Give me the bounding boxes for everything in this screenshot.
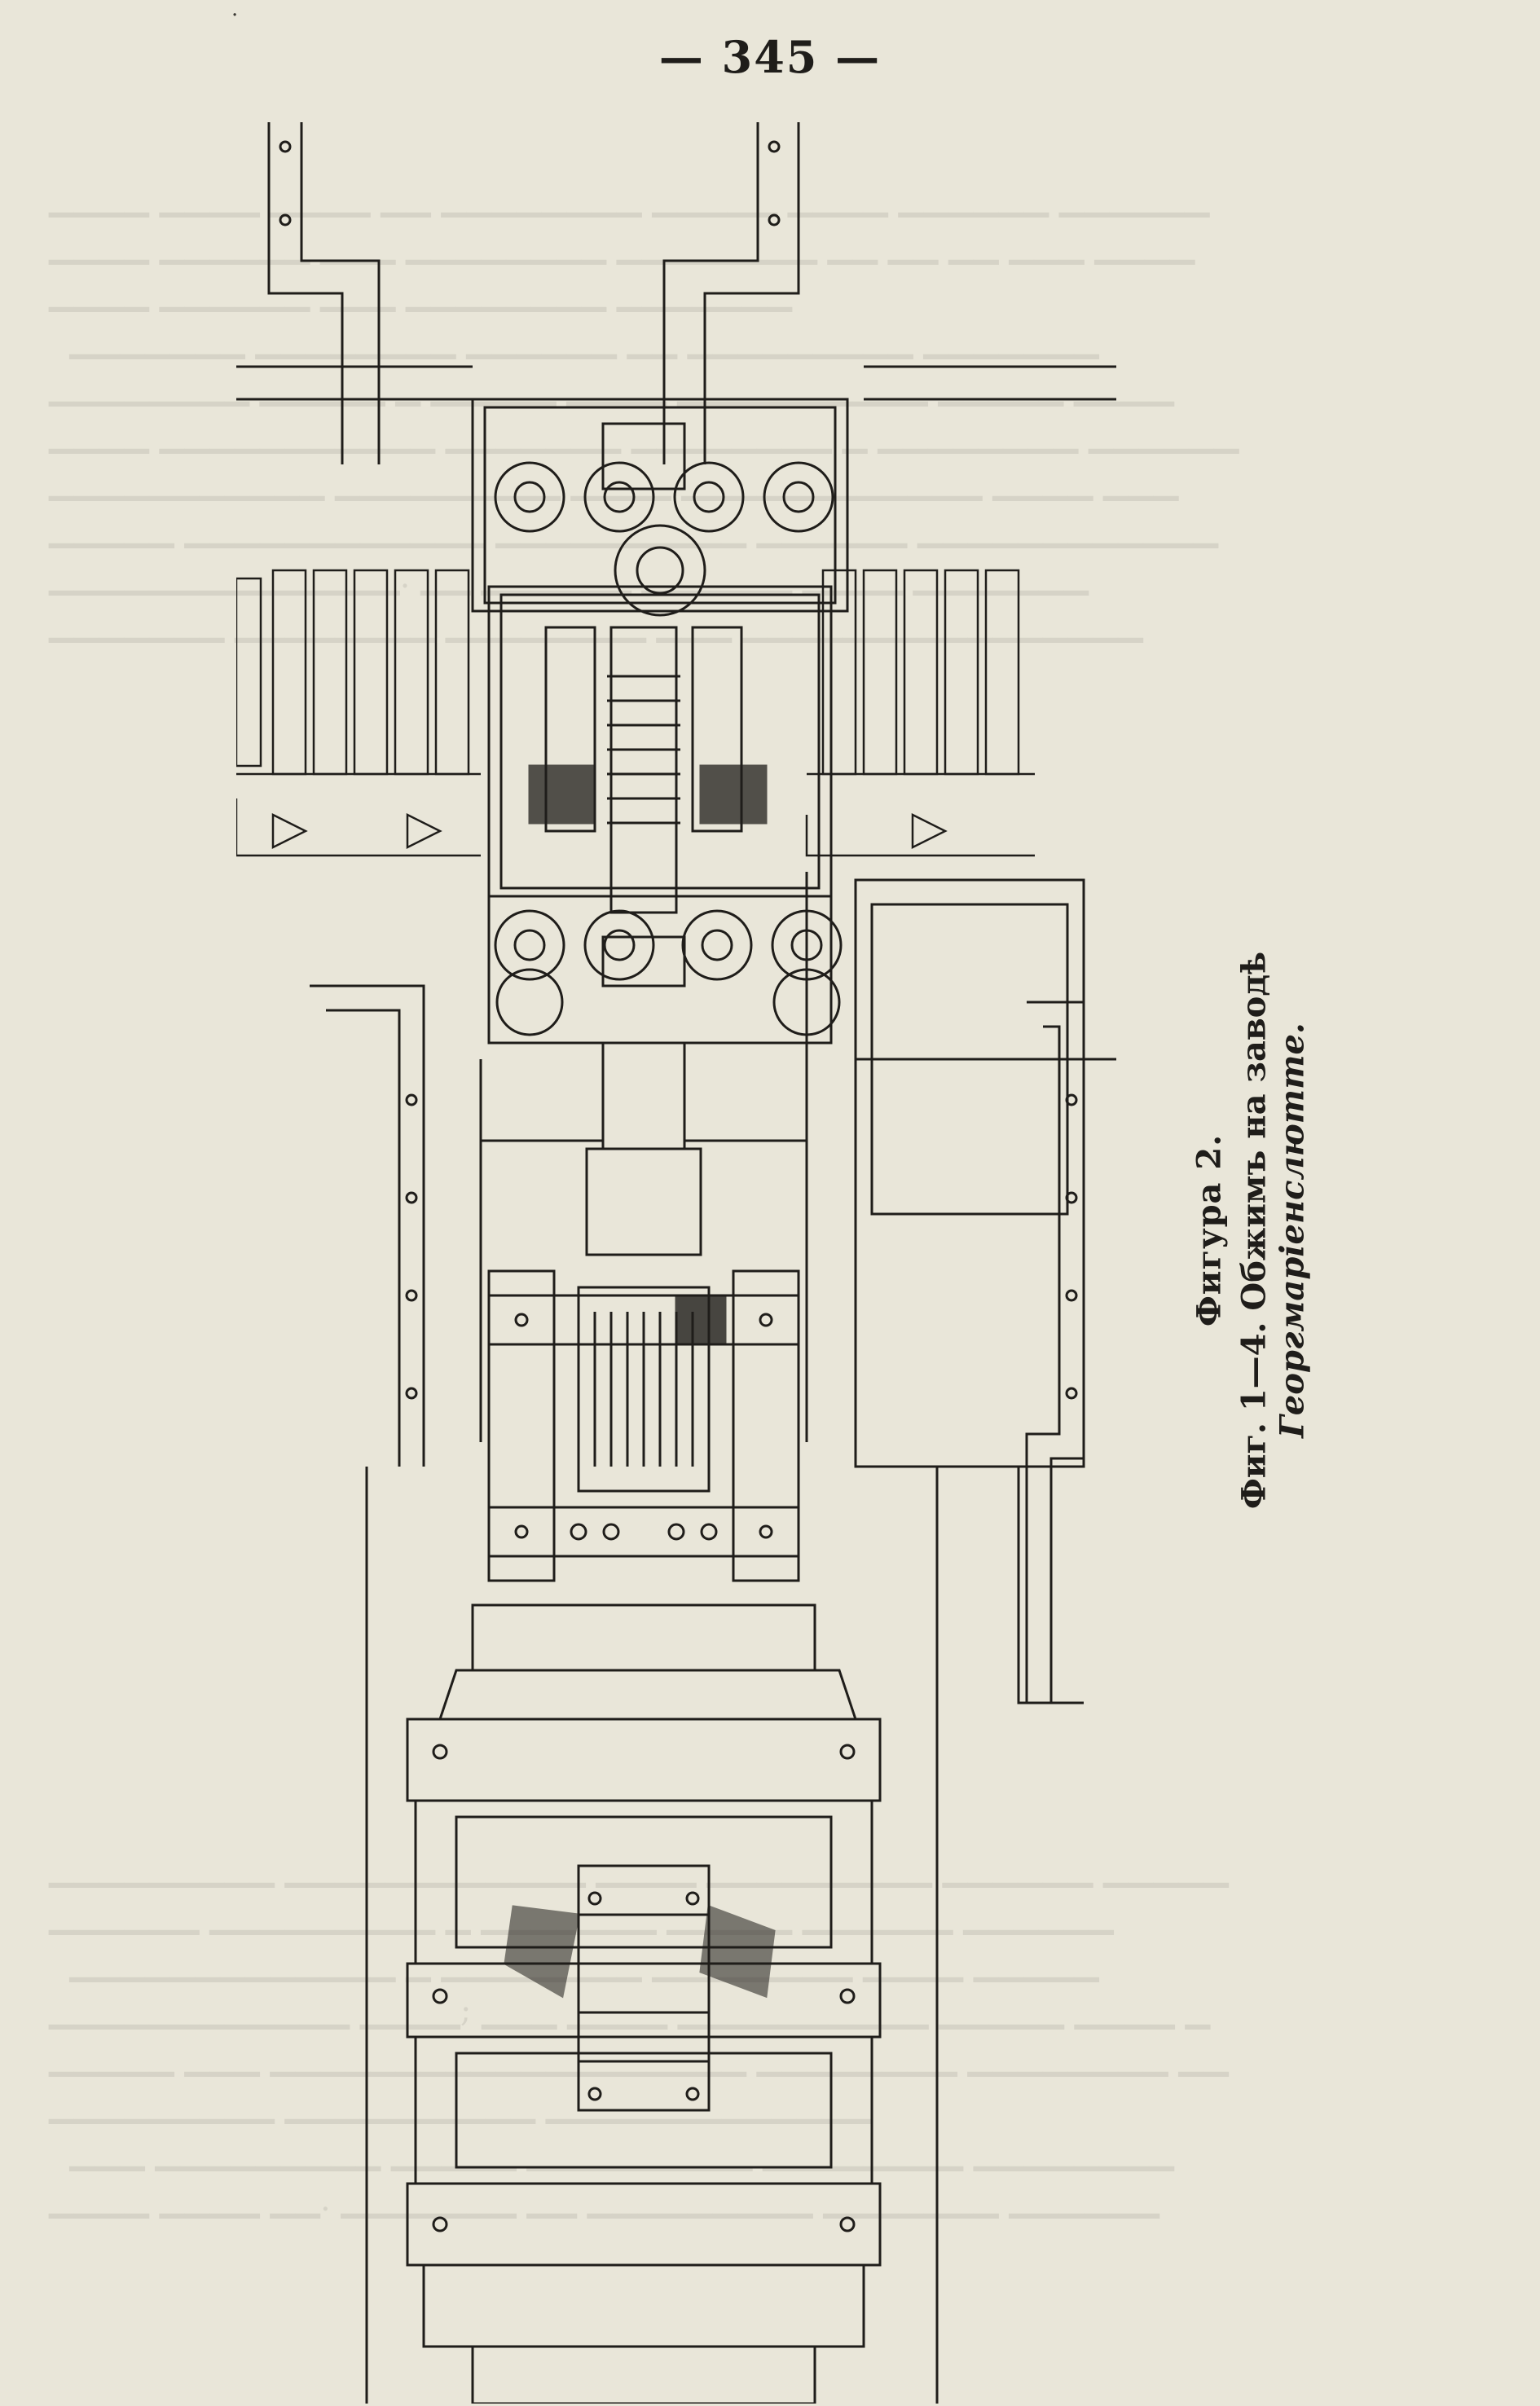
figure-caption: Фигура 2. Фиг. 1—4. Обжимъ на заводѣ Гео… <box>1190 823 1312 1638</box>
middle-shaft <box>479 1041 808 1442</box>
lower-stands <box>487 1269 800 1582</box>
caption-place: Георгмаріенслютте. <box>1273 1023 1312 1438</box>
margin-dot: · <box>231 3 239 28</box>
lower-motor <box>365 1467 939 2404</box>
page-number: — 345 — <box>658 31 882 83</box>
figure-description: Фиг. 1—4. Обжимъ на заводѣ Георгмаріенсл… <box>1235 823 1312 1638</box>
rolling-mill-drawing <box>236 122 1116 2404</box>
right-housing <box>805 872 1116 1704</box>
side-roller-tables <box>236 569 1035 857</box>
caption-prefix: Фиг. 1—4. Обжимъ на заводѣ <box>1234 951 1274 1510</box>
upper-frame <box>471 398 849 1045</box>
show-through-bottom: ▁▁▁▁▁▁▁▁▁ ▁▁▁▁▁▁▁▁▁▁▁▁ ▁▁▁▁ ▁▁▁▁▁▁▁▁▁ ▁▁… <box>49 1850 1229 2219</box>
figure-label: Фигура 2. <box>1190 1133 1229 1327</box>
top-ducts <box>236 122 1116 464</box>
side-pipes <box>310 984 1085 1703</box>
